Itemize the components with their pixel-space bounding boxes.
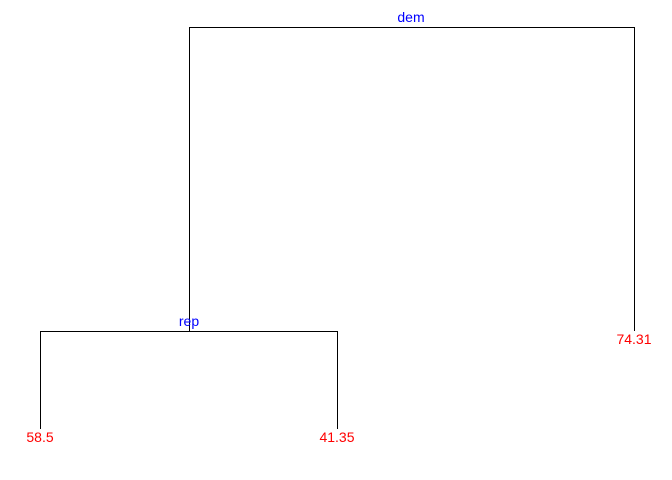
root-split-bracket — [189, 27, 635, 331]
left-split-label: rep — [179, 313, 199, 329]
leaf-label-left-left: 58.5 — [26, 429, 53, 445]
left-split-bracket — [40, 331, 338, 429]
leaf-label-left-right: 41.35 — [319, 429, 354, 445]
leaf-label-right: 74.31 — [616, 331, 651, 347]
root-split-label: dem — [397, 9, 424, 25]
